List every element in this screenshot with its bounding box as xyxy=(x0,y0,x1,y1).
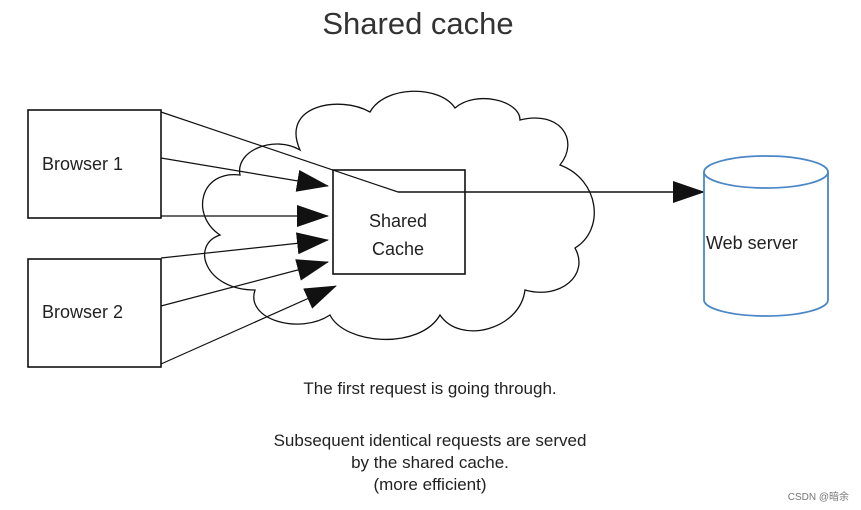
shared-cache-label-line1: Shared xyxy=(368,211,428,231)
shared-cache-label-line2: Cache xyxy=(371,239,425,259)
request-arrow-b2-c xyxy=(160,285,337,365)
caption-line4: (more efficient) xyxy=(373,475,487,494)
request-arrow-b2-a xyxy=(160,232,329,259)
browser1-label: Browser 1 xyxy=(42,154,124,174)
web-server-cylinder xyxy=(703,155,829,317)
shared-cache-label: Shared Cache xyxy=(334,207,462,263)
web-server-label: Web server xyxy=(706,233,798,253)
pass-through-line xyxy=(160,111,399,193)
request-arrow-b1-a xyxy=(160,157,329,192)
caption-first-request: The first request is going through. xyxy=(303,379,557,398)
browser2-label: Browser 2 xyxy=(42,302,124,322)
browser2-box xyxy=(27,258,162,368)
request-arrow-b2-b xyxy=(160,259,329,307)
caption-line3: by the shared cache. xyxy=(351,453,509,472)
caption-line2: Subsequent identical requests are served xyxy=(273,431,587,450)
shared-cache-box xyxy=(332,169,466,275)
diagram-title: Shared cache xyxy=(322,6,514,41)
browser1-box xyxy=(27,109,162,219)
watermark-text: CSDN @暗余 xyxy=(787,492,849,503)
caption-subsequent: Subsequent identical requests are served… xyxy=(170,430,690,496)
